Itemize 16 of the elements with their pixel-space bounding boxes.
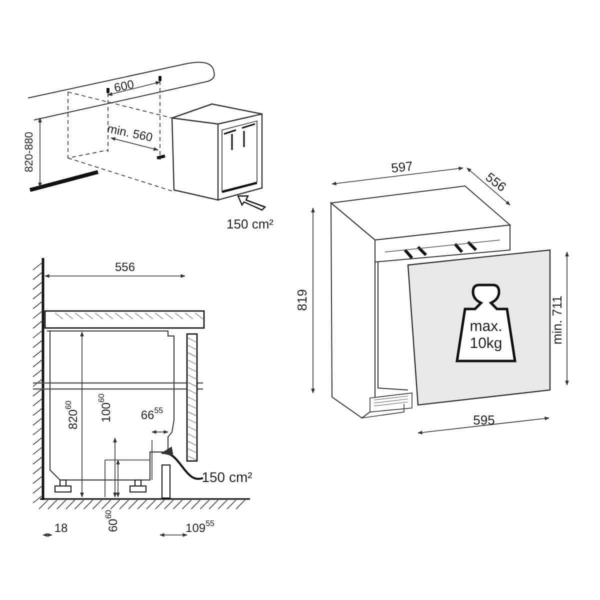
- airflow-label: 150 cm²: [202, 470, 252, 484]
- dimension-label: 556: [114, 261, 136, 273]
- dimension-label: 600: [112, 78, 136, 94]
- weight-symbol: [455, 283, 517, 363]
- dimension-label: 556: [483, 170, 509, 194]
- dimension-label: 819: [296, 289, 308, 311]
- dimension-label: 820-880: [24, 132, 36, 172]
- dimension-label: min. 560: [106, 122, 154, 144]
- dimension-label: min. 711: [550, 296, 564, 344]
- dimension-label: 18: [54, 522, 68, 534]
- weight-limit-text: max. 10kg: [468, 319, 504, 352]
- airflow-label: 150 cm²: [226, 218, 274, 230]
- dimension-label: 109$^{55}$: [186, 522, 214, 534]
- dimension-label: 597: [390, 159, 414, 175]
- dimension-label: 595: [473, 414, 495, 426]
- dimension-label: 66$^{55}$: [140, 409, 164, 421]
